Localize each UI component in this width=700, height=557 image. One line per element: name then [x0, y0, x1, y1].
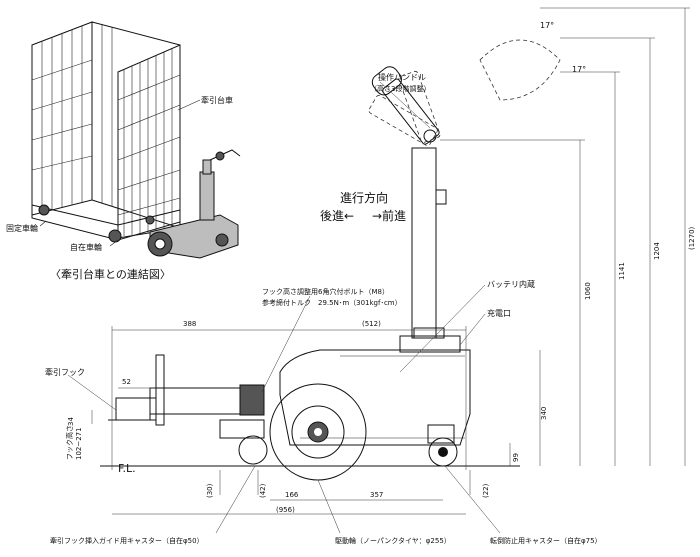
- label-hook: 牽引フック: [45, 367, 85, 377]
- label-battery: バッテリ内蔵: [487, 279, 535, 289]
- label-charge-port: 充電口: [487, 308, 511, 318]
- dim-956: (956): [276, 506, 295, 514]
- label-torque: 参考締付トルク 29.5N･m（301kgf･cm）: [262, 298, 402, 307]
- dim-52: 52: [122, 378, 131, 386]
- dimension-lines: [67, 7, 690, 534]
- label-caster-guide: 牽引フック挿入ガイド用キャスター（自在φ50）: [50, 536, 204, 545]
- dim-340: 340: [540, 407, 548, 420]
- dim-34: 34: [67, 417, 75, 426]
- label-hook-bolt: フック高さ調整用6角穴付ボルト（M8）: [262, 287, 389, 296]
- label-handle-sub: （高さ3段階調整）: [370, 84, 430, 93]
- dim-99: 99: [512, 453, 520, 462]
- connection-caption: 〈牽引台車との連結図〉: [50, 267, 171, 281]
- label-free-wheel: 自在車輪: [70, 242, 102, 252]
- label-floor: F.L.: [118, 462, 136, 475]
- dim-1060: 1060: [584, 282, 592, 300]
- dim-1204: 1204: [653, 242, 661, 260]
- tractor-side-view: [100, 39, 561, 481]
- label-fixed-wheel: 固定車輪: [6, 223, 38, 233]
- label-angle-1: 17°: [540, 21, 554, 30]
- label-hook-height-range: 102~271: [75, 427, 83, 460]
- label-handle: 操作ハンドル: [378, 72, 426, 82]
- label-angle-2: 17°: [572, 65, 586, 74]
- label-cart-truck: 牽引台車: [201, 95, 233, 105]
- label-hook-height: フック高さ: [65, 425, 74, 460]
- dim-388: 388: [183, 320, 196, 328]
- dim-22: (22): [482, 483, 490, 498]
- direction-back: 後進←: [320, 209, 354, 223]
- dim-1141: 1141: [618, 262, 626, 280]
- label-drive-wheel: 駆動輪（ノーパンクタイヤ：φ255）: [335, 536, 451, 545]
- dim-357: 357: [370, 491, 383, 499]
- direction-forward: →前進: [372, 208, 406, 223]
- cart-illustration: [31, 21, 241, 259]
- dim-42: (42): [259, 483, 267, 498]
- dim-30: (30): [206, 483, 214, 498]
- dim-166: 166: [285, 491, 299, 499]
- direction-title: 進行方向: [340, 190, 388, 205]
- dim-512: (512): [362, 320, 381, 328]
- label-tip-caster: 転倒防止用キャスター（自在φ75）: [490, 536, 602, 545]
- dim-1270: (1270): [688, 226, 696, 250]
